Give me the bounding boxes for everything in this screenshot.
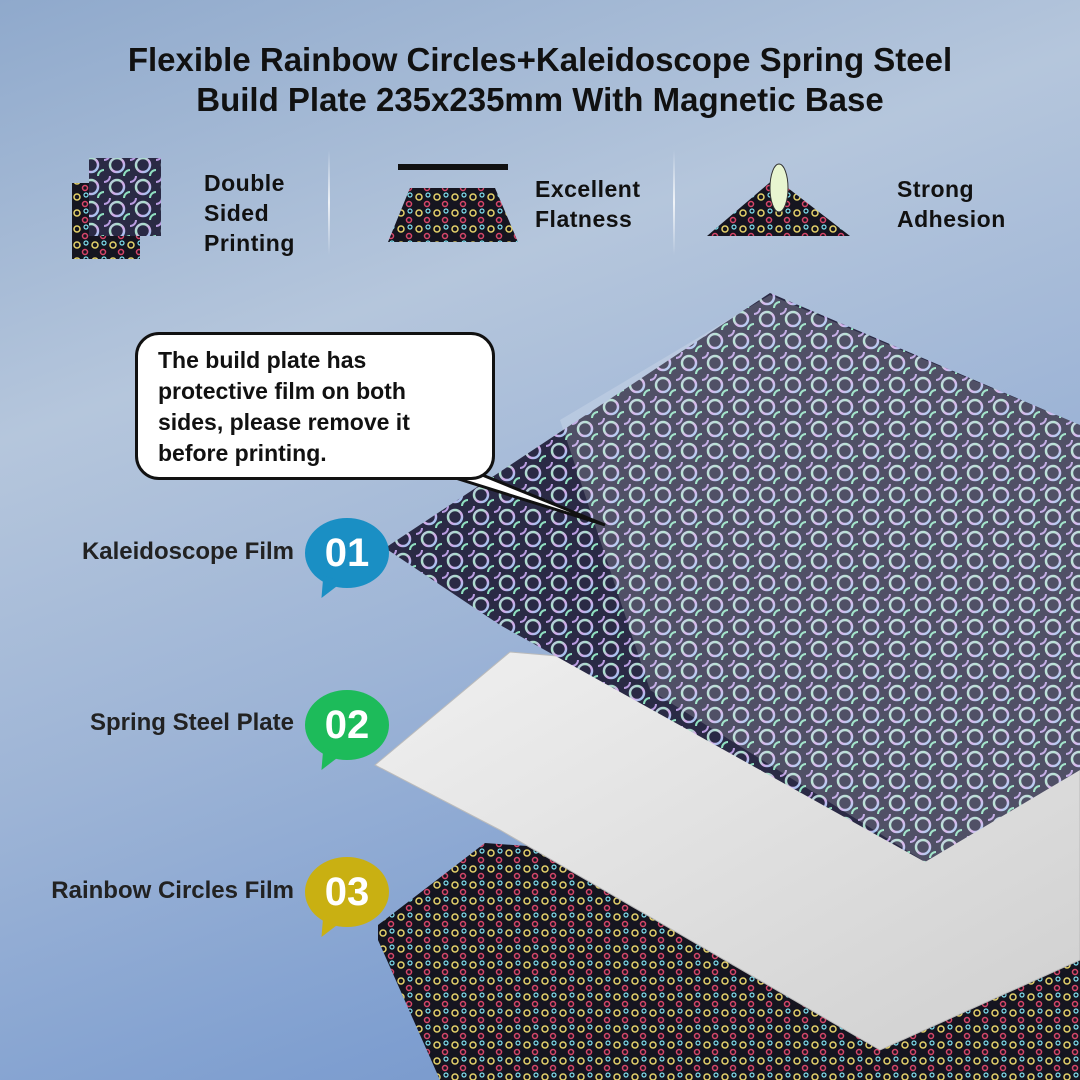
title-line-2: Build Plate 235x235mm With Magnetic Base bbox=[196, 81, 884, 118]
divider bbox=[673, 150, 675, 255]
layer-label-kaleidoscope: Kaleidoscope Film bbox=[81, 538, 294, 565]
layer-badge-03: 03 bbox=[305, 857, 389, 927]
layer-badge-01: 01 bbox=[305, 518, 389, 588]
feature-text: Sided bbox=[204, 200, 270, 226]
feature-double-sided: Double Sided Printing bbox=[204, 168, 295, 258]
feature-text: Adhesion bbox=[897, 206, 1006, 232]
protective-film bbox=[560, 295, 1080, 862]
feature-text: Strong bbox=[897, 176, 975, 202]
kaleidoscope-film bbox=[385, 293, 1080, 862]
adhesion-plate-icon bbox=[707, 163, 850, 236]
flat-plate-icon bbox=[388, 164, 518, 242]
feature-flatness: Excellent Flatness bbox=[535, 174, 641, 234]
feature-text: Flatness bbox=[535, 206, 633, 232]
divider bbox=[328, 150, 330, 255]
layer-label-rainbow: Rainbow Circles Film bbox=[51, 877, 294, 904]
double-sided-plate-icon bbox=[72, 158, 161, 259]
feature-text: Printing bbox=[204, 230, 295, 256]
layer-label-steel: Spring Steel Plate bbox=[89, 709, 294, 736]
feature-text: Double bbox=[204, 170, 285, 196]
feature-adhesion: Strong Adhesion bbox=[897, 174, 1006, 234]
feature-text: Excellent bbox=[535, 176, 641, 202]
title-line-1: Flexible Rainbow Circles+Kaleidoscope Sp… bbox=[127, 41, 953, 78]
layer-badge-02: 02 bbox=[305, 690, 389, 760]
protective-film-callout: The build plate has protective film on b… bbox=[135, 332, 495, 480]
page-title: Flexible Rainbow Circles+Kaleidoscope Sp… bbox=[0, 40, 1080, 120]
